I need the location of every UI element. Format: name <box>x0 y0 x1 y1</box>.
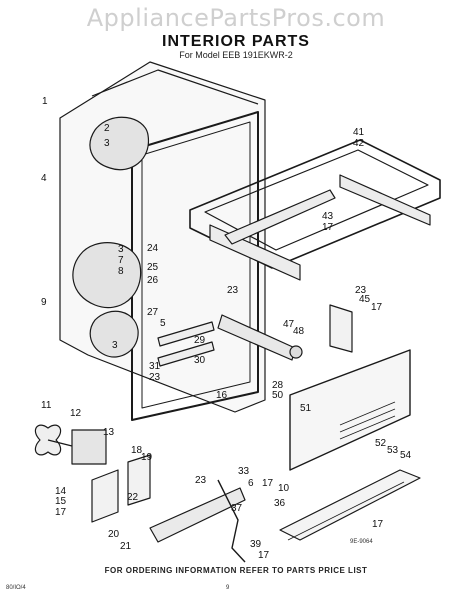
motor-bracket <box>91 469 119 523</box>
callout-11: 11 <box>41 400 52 411</box>
callout-48: 48 <box>293 326 305 337</box>
back-panel-vent-3 <box>339 415 396 440</box>
rail-30 <box>157 341 215 367</box>
callout-1: 1 <box>42 96 48 107</box>
page-number: 9 <box>226 585 230 591</box>
duct-47 <box>217 314 296 361</box>
callout-23c: 23 <box>355 285 367 296</box>
callout-43: 43 <box>322 211 334 222</box>
callout-23a: 23 <box>227 285 239 296</box>
callout-20: 20 <box>108 529 120 540</box>
callout-17f: 17 <box>372 519 384 530</box>
callout-9: 9 <box>41 297 47 308</box>
callout-50: 50 <box>272 390 284 401</box>
fan-motor-48 <box>289 345 303 359</box>
callout-37: 37 <box>231 503 243 514</box>
cabinet-front-frame-inner <box>141 121 251 409</box>
callout-19: 19 <box>141 452 153 463</box>
callout-23d: 23 <box>195 475 207 486</box>
callout-41: 41 <box>353 127 365 138</box>
back-panel-vent-2 <box>339 408 396 433</box>
callout-27: 27 <box>147 307 159 318</box>
callout-17d: 17 <box>262 478 274 489</box>
callout-17a: 17 <box>322 222 334 233</box>
fan-shaft <box>47 439 73 447</box>
bottom-tray <box>279 469 421 541</box>
callout-26: 26 <box>147 275 159 286</box>
access-panel-small <box>329 304 353 353</box>
callout-42: 42 <box>353 138 365 149</box>
callout-28: 28 <box>272 380 284 391</box>
cabinet-top-edge <box>91 69 259 105</box>
callout-23b: 23 <box>149 372 161 383</box>
back-panel-vent-1 <box>339 401 396 426</box>
callout-10: 10 <box>278 483 290 494</box>
callout-21: 21 <box>120 541 132 552</box>
callout-45: 45 <box>359 294 371 305</box>
shelf-rail-cross <box>224 189 336 245</box>
callout-13: 13 <box>103 427 115 438</box>
callout-47: 47 <box>283 319 295 330</box>
callout-31: 31 <box>149 361 161 372</box>
callout-39: 39 <box>250 539 262 550</box>
heater-element <box>217 479 246 563</box>
callout-15: 15 <box>55 496 67 507</box>
cutout-lower <box>89 310 139 358</box>
callout-25: 25 <box>147 262 159 273</box>
bracket-18 <box>127 454 151 506</box>
callout-51: 51 <box>300 403 312 414</box>
callout-36: 36 <box>274 498 286 509</box>
page-title: INTERIOR PARTS <box>162 33 310 50</box>
callout-6: 6 <box>248 478 254 489</box>
drain-trough <box>149 487 246 543</box>
ordering-footer: FOR ORDERING INFORMATION REFER TO PARTS … <box>104 566 368 575</box>
callouts: 1 2 3 4 3 7 8 9 3 41 42 43 17 24 25 26 2… <box>41 96 412 561</box>
callout-5: 5 <box>160 318 166 329</box>
gasket-frame-inner <box>204 149 429 251</box>
callout-8: 8 <box>118 266 124 277</box>
callout-24: 24 <box>147 243 159 254</box>
model-subtitle: For Model EEB 191EKWR-2 <box>179 50 293 60</box>
rail-29 <box>157 321 215 347</box>
fan-motor-13 <box>71 429 107 465</box>
callout-12: 12 <box>70 408 82 419</box>
callout-3b: 3 <box>118 244 124 255</box>
callout-22: 22 <box>127 492 139 503</box>
drawing-code-right: 9E-9064 <box>350 539 373 545</box>
callout-17b: 17 <box>371 302 383 313</box>
cutout-middle <box>72 242 142 309</box>
callout-7: 7 <box>118 255 124 266</box>
drawing-code-left: 80/IO/4 <box>6 585 26 591</box>
callout-29: 29 <box>194 335 206 346</box>
bottom-tray-lip <box>287 481 405 541</box>
callout-16: 16 <box>216 390 228 401</box>
back-panel <box>289 349 411 471</box>
callout-54: 54 <box>400 450 412 461</box>
callout-53: 53 <box>387 445 399 456</box>
callout-30: 30 <box>194 355 206 366</box>
shelf-rail-right <box>339 174 431 226</box>
callout-2: 2 <box>104 123 110 134</box>
watermark: AppliancePartsPros.com <box>86 4 386 32</box>
callout-17e: 17 <box>258 550 270 561</box>
cutout-upper <box>89 116 150 171</box>
callout-3c: 3 <box>112 340 118 351</box>
callout-4: 4 <box>41 173 47 184</box>
callout-17c: 17 <box>55 507 67 518</box>
callout-14: 14 <box>55 486 67 497</box>
callout-18: 18 <box>131 445 143 456</box>
callout-3a: 3 <box>104 138 110 149</box>
callout-33: 33 <box>238 466 250 477</box>
callout-52: 52 <box>375 438 387 449</box>
gasket-frame-outer <box>189 139 441 269</box>
